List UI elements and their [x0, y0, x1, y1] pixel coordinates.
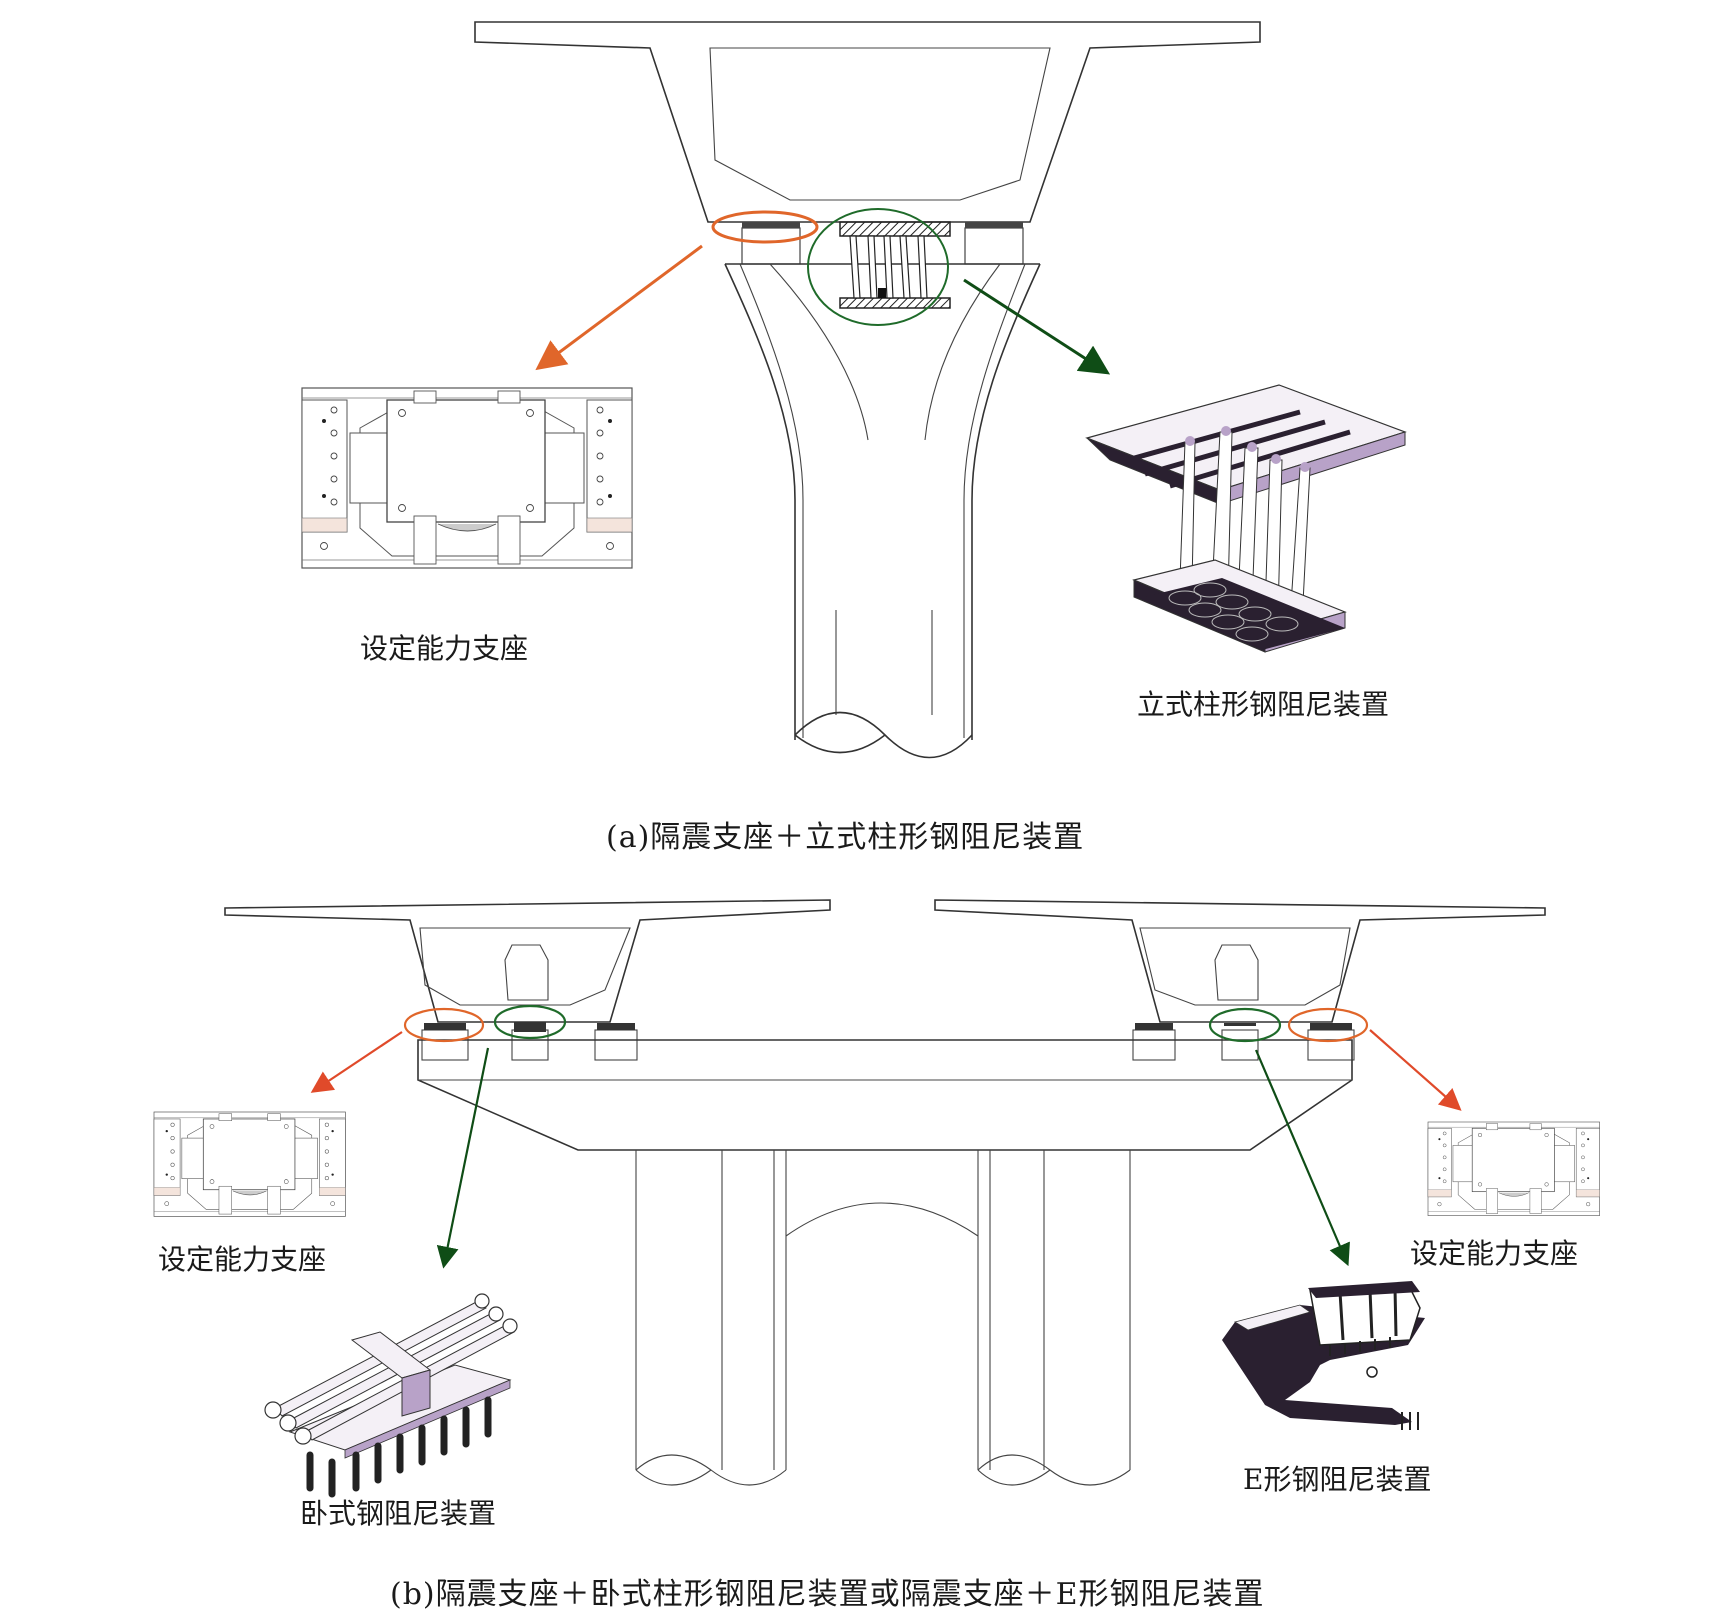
bearing-detail-image-a [301, 387, 633, 569]
label-e-damper: E形钢阻尼装置 [1243, 1463, 1432, 1496]
arrow-to-damper-b-left [436, 1047, 490, 1269]
e-shaped-damper-image [1222, 1281, 1425, 1430]
box-girder-a [474, 21, 1261, 223]
label-bearing-b-right: 设定能力支座 [1410, 1237, 1579, 1270]
damper-highlight-b-right [1208, 1007, 1282, 1043]
bearing-detail-image-b-right [1427, 1121, 1600, 1216]
bearing-highlight-b-right [1287, 1007, 1369, 1043]
part-b-bridge [224, 899, 1546, 1486]
vertical-damper-schematic [839, 221, 951, 309]
caption-part-b: (b)隔震支座＋卧式柱形钢阻尼装置或隔震支座＋E形钢阻尼装置 [390, 1577, 1265, 1612]
arrow-to-damper-b-right [1254, 1049, 1350, 1267]
arrow-to-damper-a [963, 278, 1111, 375]
bearing-left-a [741, 227, 801, 265]
label-bearing-a: 设定能力支座 [360, 632, 529, 665]
bearing-right-a [964, 227, 1024, 265]
bearing-highlight-b-left [403, 1007, 485, 1043]
pier-right-edge [971, 263, 1041, 740]
box-girder-b-left [224, 899, 831, 1023]
damper-highlight-b-left [493, 1004, 567, 1040]
vertical-column-damper-image [1085, 384, 1407, 653]
bearing-highlight-a [711, 210, 819, 244]
pier-left-edge [724, 263, 796, 740]
horizontal-damper-image [264, 1293, 518, 1498]
label-vertical-damper: 立式柱形钢阻尼装置 [1137, 688, 1390, 721]
cap-beam [417, 1039, 1353, 1151]
pier-break-a [794, 711, 973, 759]
label-horizontal-damper: 卧式钢阻尼装置 [300, 1497, 497, 1530]
box-girder-b-right [934, 899, 1546, 1023]
damper-highlight-a [807, 208, 949, 326]
caption-part-a: (a)隔震支座＋立式柱形钢阻尼装置 [606, 820, 1085, 855]
girder-cell-a [709, 47, 1051, 201]
part-a-bridge [474, 21, 1261, 759]
label-bearing-b-left: 设定能力支座 [158, 1243, 327, 1276]
arrow-to-bearing-a [535, 244, 703, 371]
arrow-to-bearing-b-left [310, 1031, 403, 1093]
bearing-detail-image-b-left [153, 1111, 346, 1217]
arrow-to-bearing-b-right [1369, 1029, 1462, 1111]
